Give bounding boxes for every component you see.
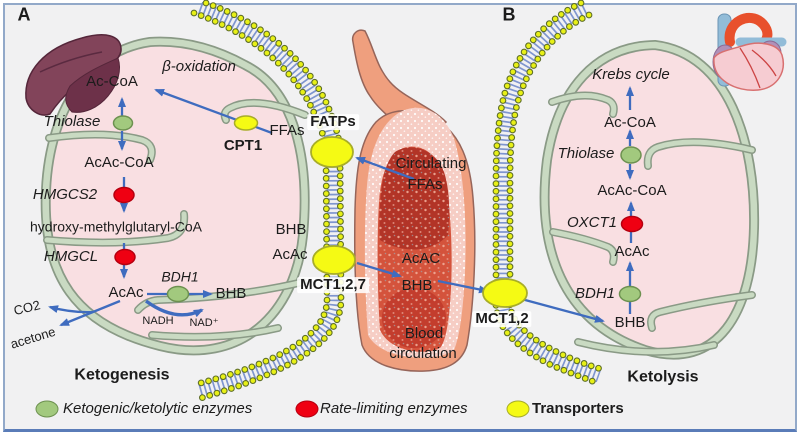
label-acac-a: AcAc bbox=[108, 284, 144, 302]
blood-vessel bbox=[351, 29, 476, 372]
label-ffas: FFAs bbox=[269, 122, 305, 140]
label-cpt1: CPT1 bbox=[223, 137, 263, 155]
oxct1-enzyme bbox=[620, 215, 644, 233]
label-krebs-cycle: Krebs cycle bbox=[592, 66, 670, 84]
legend-transporters-label: Transporters bbox=[532, 400, 624, 418]
label-ac-coa-a: Ac-CoA bbox=[86, 73, 138, 91]
label-thiolase-b: Thiolase bbox=[557, 145, 615, 163]
label-nadh: NADH bbox=[142, 315, 174, 328]
thiolase-enzyme-a bbox=[112, 115, 134, 131]
label-vessel-bhb: BHB bbox=[401, 277, 433, 295]
label-acac-coa-a: AcAc-CoA bbox=[84, 154, 154, 172]
legend-red-oval bbox=[295, 400, 319, 418]
label-nad-plus: NAD⁺ bbox=[189, 317, 219, 330]
label-vessel-acac: AcAC bbox=[401, 250, 441, 268]
label-blood-2: circulation bbox=[389, 345, 457, 363]
mitochondrion-b bbox=[539, 39, 760, 360]
label-beta-oxidation: β-oxidation bbox=[162, 58, 236, 76]
liver-icon bbox=[25, 34, 122, 116]
label-acac-b: AcAc bbox=[614, 243, 650, 261]
bdh1-enzyme-b bbox=[618, 285, 642, 303]
label-mct127: MCT1,2,7 bbox=[297, 277, 369, 293]
label-mct12: MCT1,2 bbox=[472, 311, 532, 327]
label-acac-coa-b: AcAc-CoA bbox=[597, 182, 667, 200]
label-hmgcl: HMGCL bbox=[43, 248, 99, 266]
label-bhb-mid: BHB bbox=[275, 221, 307, 239]
legend-yellow-oval bbox=[506, 400, 530, 418]
label-hmgcs2: HMGCS2 bbox=[32, 186, 98, 204]
label-bdh1-a: BDH1 bbox=[161, 268, 199, 285]
legend-green-oval bbox=[35, 400, 59, 418]
mct127-transporter bbox=[312, 245, 356, 275]
label-hmg-coa: hydroxy-methylglutaryl-CoA bbox=[30, 218, 202, 235]
label-circulating-1: Circulating bbox=[395, 155, 467, 173]
plasma-membrane-right bbox=[492, 0, 605, 387]
label-oxct1: OXCT1 bbox=[566, 214, 618, 232]
label-acac-mid: AcAc bbox=[272, 246, 308, 264]
thiolase-enzyme-b bbox=[620, 146, 642, 164]
cpt1-transporter bbox=[233, 115, 259, 131]
label-bhb-a: BHB bbox=[215, 285, 247, 303]
enzyme-ovals bbox=[112, 115, 644, 303]
panel-b-label: B bbox=[502, 4, 516, 25]
label-blood-1: Blood bbox=[404, 325, 444, 343]
panel-a-title: Ketogenesis bbox=[74, 366, 170, 384]
legend-ketogenic-label: Ketogenic/ketolytic enzymes bbox=[63, 400, 253, 418]
mct12-transporter bbox=[482, 278, 528, 308]
label-fatps: FATPs bbox=[307, 114, 359, 130]
label-bdh1-b: BDH1 bbox=[574, 285, 616, 303]
hmgcs2-enzyme bbox=[113, 186, 135, 204]
fatps-transporter bbox=[310, 136, 354, 168]
transporter-ovals bbox=[233, 115, 528, 308]
panel-b-title: Ketolysis bbox=[627, 368, 699, 386]
label-bhb-b: BHB bbox=[614, 314, 646, 332]
label-ac-coa-b: Ac-CoA bbox=[604, 114, 656, 132]
label-thiolase-a: Thiolase bbox=[43, 113, 101, 131]
panel-a-label: A bbox=[17, 4, 31, 25]
cristae-b bbox=[548, 91, 756, 356]
label-circulating-2: FFAs bbox=[407, 176, 443, 194]
legend-rate-limiting-label: Rate-limiting enzymes bbox=[320, 400, 468, 418]
bdh1-enzyme-a bbox=[166, 285, 190, 303]
heart-icon bbox=[712, 13, 787, 91]
hmgcl-enzyme bbox=[114, 248, 136, 266]
